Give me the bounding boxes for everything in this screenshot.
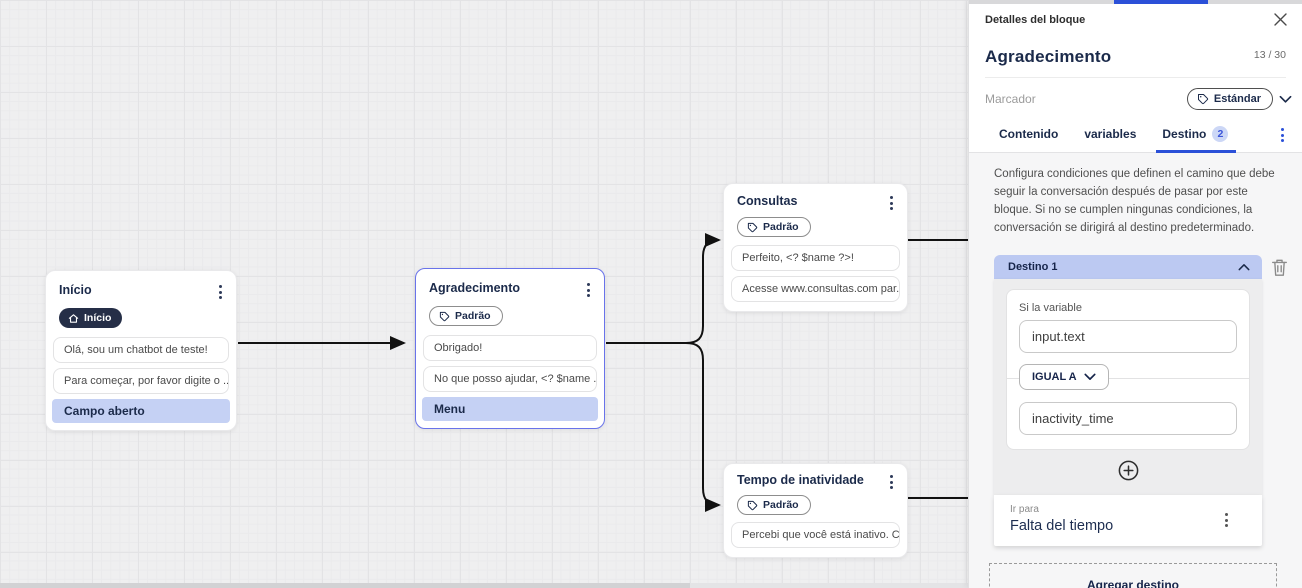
panel-top-scrollbar — [969, 0, 1302, 4]
panel-title: Detalles del bloque — [985, 13, 1086, 26]
node-title: Consultas — [737, 194, 798, 208]
scroll-indicator — [1114, 0, 1208, 4]
value-input[interactable] — [1019, 401, 1237, 435]
node-menu-icon[interactable] — [215, 283, 226, 301]
standard-chip[interactable]: Estándar — [1186, 88, 1273, 110]
add-condition-button[interactable] — [1117, 459, 1140, 482]
node-title: Agradecimento — [429, 281, 520, 295]
close-icon[interactable] — [1273, 12, 1288, 27]
goto-label: Ir para — [1010, 503, 1039, 515]
chevron-down-icon — [1084, 373, 1096, 380]
message-bubble[interactable]: Percebi que você está inativo. C... — [731, 521, 900, 548]
standard-badge: Padrão — [429, 306, 503, 326]
tag-icon — [439, 311, 450, 321]
message-bubble[interactable]: Perfeito, <? $name ?>! — [731, 244, 900, 271]
tag-icon — [747, 500, 758, 510]
node-menu-icon[interactable] — [583, 281, 594, 299]
plus-circle-icon — [1118, 460, 1138, 480]
node-consultas[interactable]: Consultas Padrão Perfeito, <? $name ?>! … — [723, 183, 908, 312]
node-agradecimento[interactable]: Agradecimento Padrão Obrigado! No que po… — [415, 268, 605, 429]
tab-destino[interactable]: Destino 2 — [1156, 126, 1237, 153]
divider — [985, 77, 1286, 78]
message-bubble[interactable]: Olá, sou um chatbot de teste! — [53, 336, 229, 363]
node-menu-icon[interactable] — [886, 473, 897, 491]
goto-section[interactable]: Ir para Falta del tiempo — [994, 494, 1262, 546]
block-details-panel: Detalles del bloque Agradecimento 13 / 3… — [968, 0, 1302, 588]
node-tempo-inatividade[interactable]: Tempo de inatividade Padrão Percebi que … — [723, 463, 908, 558]
chevron-up-icon[interactable] — [1238, 263, 1250, 271]
marker-label: Marcador — [985, 92, 1036, 106]
node-title: Início — [59, 283, 92, 297]
flow-edges — [238, 233, 968, 512]
destination-card: Destino 1 Si la variable IGUAL A — [994, 254, 1262, 546]
tag-icon — [747, 222, 758, 232]
operator-row: IGUAL A — [1007, 363, 1249, 393]
node-inicio[interactable]: Início Início Olá, sou um chatbot de tes… — [45, 270, 237, 431]
block-name: Agradecimento — [985, 47, 1112, 66]
trash-icon — [1272, 259, 1287, 276]
destino-count-badge: 2 — [1212, 126, 1229, 142]
variable-input[interactable] — [1019, 319, 1237, 353]
horizontal-scrollbar[interactable] — [0, 583, 968, 588]
destination-description: Configura condiciones que definen el cam… — [994, 168, 1275, 235]
operator-select[interactable]: IGUAL A — [1019, 363, 1109, 390]
destination-title: Destino 1 — [1008, 260, 1058, 273]
goto-menu-icon[interactable] — [1221, 511, 1232, 529]
message-bubble[interactable]: Para começar, por favor digite o ... — [53, 367, 229, 394]
message-bubble[interactable]: No que posso ajudar, <? $name ... — [423, 365, 597, 392]
menu-row[interactable]: Menu — [422, 396, 598, 421]
destination-header[interactable]: Destino 1 — [994, 254, 1262, 279]
start-badge: Início — [59, 308, 123, 328]
condition-label: Si la variable — [1019, 301, 1082, 314]
add-destination-button[interactable]: Agregar destino — [989, 562, 1277, 588]
char-counter: 13 / 30 — [1253, 49, 1286, 61]
tab-variables[interactable]: variables — [1084, 127, 1137, 141]
open-field-row[interactable]: Campo aberto — [52, 398, 230, 423]
message-bubble[interactable]: Obrigado! — [423, 334, 597, 361]
chevron-down-icon[interactable] — [1279, 95, 1292, 104]
tab-contenido[interactable]: Contenido — [999, 127, 1059, 141]
node-title: Tempo de inatividade — [737, 473, 864, 487]
node-menu-icon[interactable] — [886, 194, 897, 212]
condition-card: Si la variable IGUAL A — [1006, 288, 1250, 450]
delete-destination-button[interactable] — [1271, 258, 1288, 277]
tabs-menu-icon[interactable] — [1277, 126, 1288, 144]
goto-target: Falta del tiempo — [1010, 517, 1114, 534]
message-bubble[interactable]: Acesse www.consultas.com par... — [731, 275, 900, 302]
standard-badge: Padrão — [737, 495, 811, 515]
scrollbar-thumb[interactable] — [0, 583, 690, 588]
tag-icon — [1197, 94, 1208, 105]
home-icon — [68, 313, 79, 323]
standard-badge: Padrão — [737, 217, 811, 237]
